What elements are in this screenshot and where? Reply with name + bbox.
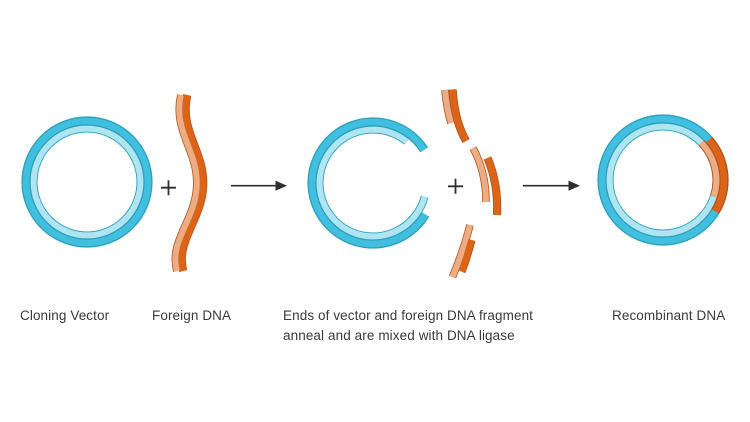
arrow-right-icon [231, 180, 287, 191]
anneal-caption: Ends of vector and foreign DNA fragment … [283, 306, 533, 346]
anneal-caption-line1: Ends of vector and foreign DNA fragment [283, 308, 534, 323]
cloning-vector-label: Cloning Vector [20, 308, 110, 323]
foreign-dna-label: Foreign DNA [152, 308, 232, 323]
anneal-caption-line2: anneal and are mixed with DNA ligase [283, 328, 515, 343]
cut-vector-plasmid [307, 117, 430, 249]
foreign-dna-strand [171, 94, 208, 273]
recombinant-plasmid [597, 114, 729, 246]
cloning-vector-plasmid [21, 116, 153, 248]
arrow-right-icon [523, 180, 580, 191]
foreign-dna-fragments [441, 89, 502, 279]
plus-icon [448, 178, 463, 194]
plus-icon [161, 180, 176, 196]
recombinant-dna-label: Recombinant DNA [612, 308, 726, 323]
